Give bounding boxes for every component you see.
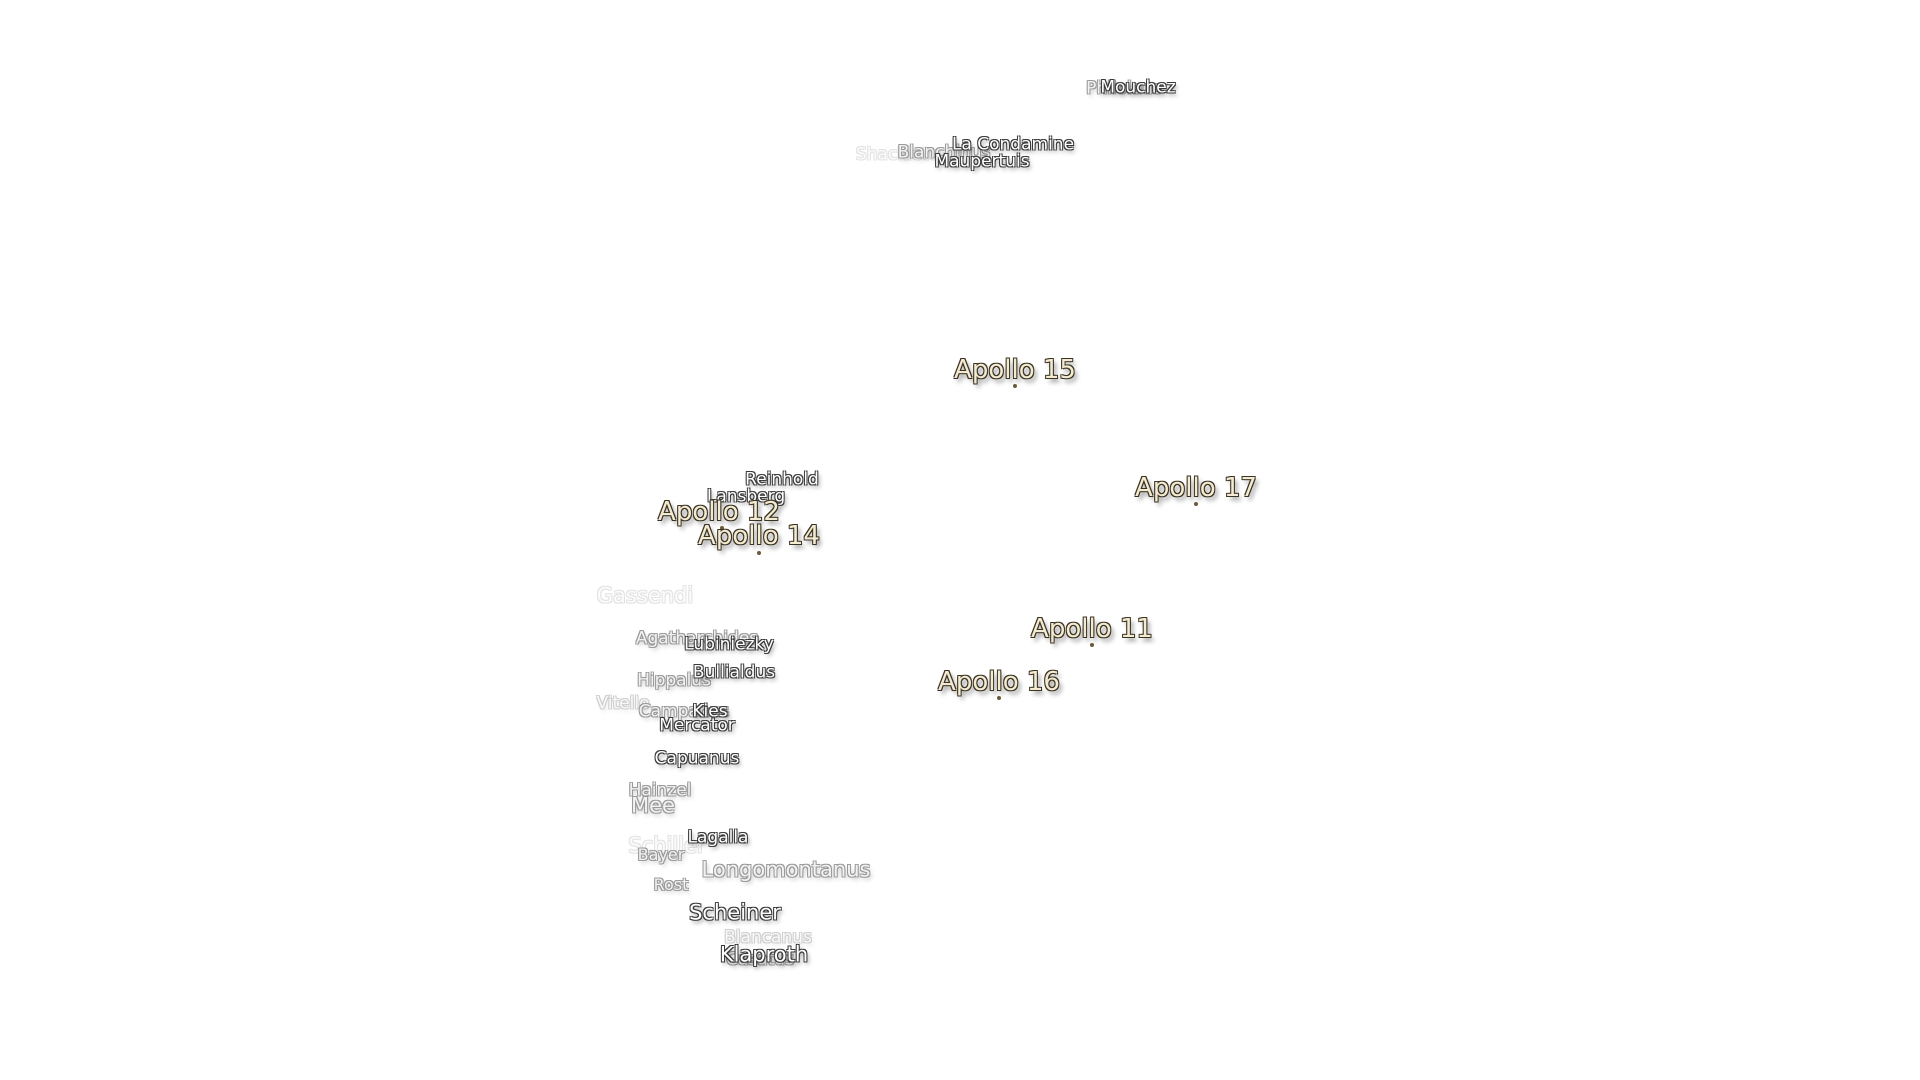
site-marker-apollo-11[interactable] — [1090, 643, 1094, 647]
crater-label-philolaus[interactable]: Philolaus — [1086, 78, 1162, 99]
site-label-apollo-11[interactable]: Apollo 11 — [1031, 614, 1153, 644]
site-label-apollo-14[interactable]: Apollo 14 — [698, 521, 820, 551]
crater-label-rost[interactable]: Rost — [653, 875, 689, 894]
crater-label-hippalus[interactable]: Hippalus — [637, 670, 711, 691]
crater-label-scheiner[interactable]: Scheiner — [689, 900, 781, 925]
site-marker-apollo-15[interactable] — [1013, 384, 1017, 388]
crater-label-hainzel[interactable]: Hainzel — [628, 780, 692, 801]
crater-label-bayer[interactable]: Bayer — [637, 845, 685, 864]
site-label-apollo-17[interactable]: Apollo 17 — [1135, 473, 1257, 503]
site-marker-apollo-14[interactable] — [757, 551, 761, 555]
site-marker-apollo-16[interactable] — [997, 696, 1001, 700]
site-marker-apollo-17[interactable] — [1194, 502, 1198, 506]
crater-label-la-condamine[interactable]: La Condamine — [951, 134, 1075, 155]
crater-label-vitello[interactable]: Vitello — [596, 693, 650, 714]
crater-label-casatus[interactable]: Casatus — [726, 949, 794, 970]
crater-label-campanus[interactable]: Campanus — [638, 701, 730, 722]
crater-label-shackleton[interactable]: Shackleton — [855, 144, 951, 165]
crater-label-lagalla[interactable]: Lagalla — [687, 827, 749, 848]
crater-label-capuanus[interactable]: Capuanus — [654, 748, 740, 769]
crater-label-blancanus[interactable]: Blancanus — [724, 927, 812, 948]
crater-label-mee[interactable]: Mee — [631, 793, 675, 818]
crater-label-lubiniezky[interactable]: Lubiniezky — [684, 634, 774, 655]
site-label-apollo-15[interactable]: Apollo 15 — [954, 355, 1076, 385]
crater-label-blanchinus[interactable]: Blanchinus — [897, 142, 991, 163]
crater-label-longomontanus[interactable]: Longomontanus — [701, 857, 871, 882]
crater-label-kies[interactable]: Kies — [692, 701, 728, 722]
crater-label-bullialdus[interactable]: Bullialdus — [692, 662, 776, 683]
crater-label-maupertuis[interactable]: Maupertuis — [934, 151, 1030, 172]
crater-label-mercator[interactable]: Mercator — [659, 715, 735, 736]
crater-label-mouchez[interactable]: Mouchez — [1100, 77, 1176, 98]
site-label-apollo-16[interactable]: Apollo 16 — [938, 667, 1060, 697]
crater-label-reinhold[interactable]: Reinhold — [745, 469, 819, 490]
crater-label-klaproth[interactable]: Klaproth — [719, 942, 809, 967]
site-label-apollo-12[interactable]: Apollo 12 — [658, 497, 780, 527]
crater-label-schiller[interactable]: Schiller — [628, 833, 706, 858]
crater-label-lansberg[interactable]: Lansberg — [706, 486, 786, 507]
crater-label-agatharchides[interactable]: Agatharchides — [635, 628, 759, 649]
site-marker-apollo-12[interactable] — [720, 526, 724, 530]
crater-label-gassendi[interactable]: Gassendi — [596, 583, 694, 608]
